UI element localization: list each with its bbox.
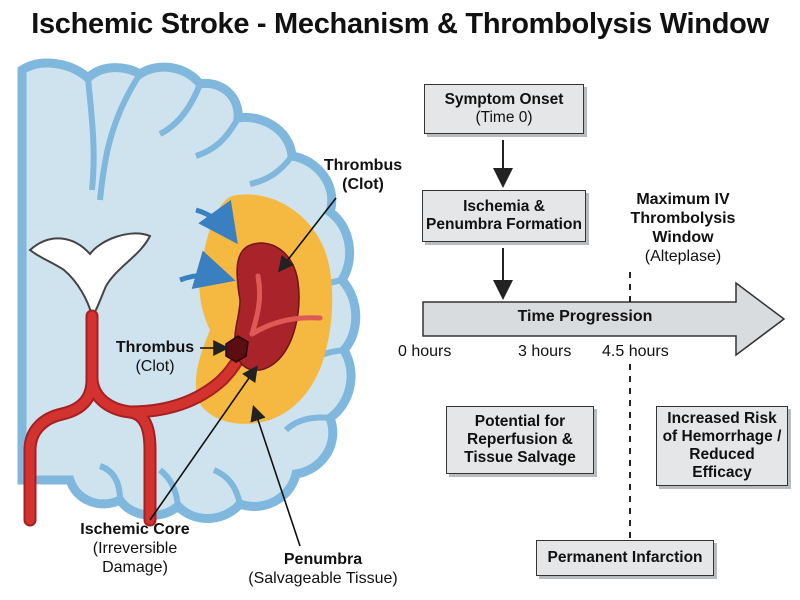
reperfusion-box: Potential for Reperfusion & Tissue Salva… xyxy=(446,406,594,474)
flow-arrow-upper xyxy=(195,199,238,245)
penumbra-label: Penumbra (Salvageable Tissue) xyxy=(248,551,398,587)
tick-4-5-hours: 4.5 hours xyxy=(602,343,669,360)
hemorrhage-risk-box: Increased Risk of Hemorrhage / Reduced E… xyxy=(656,406,788,486)
clot xyxy=(225,335,249,363)
tick-3-hours: 3 hours xyxy=(518,343,572,360)
symptom-onset-box: Symptom Onset (Time 0) xyxy=(424,84,584,134)
ischemia-box: Ischemia & Penumbra Formation xyxy=(422,190,586,242)
ischemic-core-label: Ischemic Core (Irreversible Damage) xyxy=(80,521,190,576)
time-progression-label: Time Progression xyxy=(517,308,653,325)
flow-arrow-lower xyxy=(179,250,236,289)
ventricle xyxy=(28,232,152,318)
thrombolysis-window-label: Maximum IV Thrombolysis Window (Alteplas… xyxy=(630,191,736,265)
permanent-infarction-box: Permanent Infarction xyxy=(536,540,714,576)
time-progression-arrow xyxy=(422,281,786,357)
thrombus-label-top: Thrombus (Clot) xyxy=(323,157,403,193)
thrombus-label-left: Thrombus (Clot) xyxy=(115,339,195,375)
page-title: Ischemic Stroke - Mechanism & Thrombolys… xyxy=(31,8,769,40)
tick-0-hours: 0 hours xyxy=(398,343,452,360)
